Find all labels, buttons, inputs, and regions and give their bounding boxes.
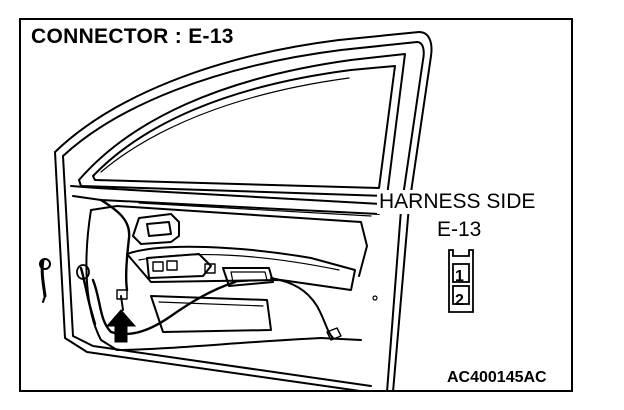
lower-panel-curve bbox=[116, 337, 362, 351]
inner-handle-lever bbox=[146, 221, 172, 237]
door-outer-outline bbox=[54, 31, 433, 390]
window-frame-outer bbox=[78, 53, 406, 197]
connector-id-label: E-13 bbox=[437, 218, 482, 241]
lower-pocket-lip bbox=[158, 301, 264, 307]
lower-pocket bbox=[150, 295, 272, 333]
harness-lower bbox=[91, 278, 237, 336]
diagram-frame: CONNECTOR : E-13 HARNESS SIDE E-13 1 2 A… bbox=[19, 18, 573, 392]
armrest-outline bbox=[126, 245, 356, 291]
harness-branch bbox=[120, 295, 124, 311]
terminal-box-1 bbox=[452, 263, 470, 283]
body-pigtail-end bbox=[39, 258, 51, 270]
connector-face-outline bbox=[448, 249, 474, 313]
connector-terminals: 1 2 bbox=[446, 248, 473, 314]
body-pigtail bbox=[40, 258, 47, 298]
switch-panel bbox=[146, 253, 212, 279]
trim-panel-upper bbox=[90, 205, 368, 277]
harness-end-plug bbox=[326, 327, 342, 341]
harness-main bbox=[99, 198, 131, 292]
window-glass-line bbox=[100, 77, 350, 173]
belt-line-upper bbox=[70, 185, 382, 205]
switch-1 bbox=[152, 261, 164, 272]
mounting-hole bbox=[372, 295, 378, 301]
belt-line-lower bbox=[72, 195, 380, 215]
harness-connector-small bbox=[116, 289, 128, 300]
terminal-number-2: 2 bbox=[455, 292, 464, 309]
door-outer-left-edge bbox=[54, 151, 361, 390]
harness-side-label: HARNESS SIDE bbox=[377, 190, 538, 214]
connector-title: CONNECTOR : E-13 bbox=[31, 24, 238, 50]
figure-code: AC400145AC bbox=[447, 369, 547, 386]
pull-handle bbox=[222, 267, 274, 287]
terminal-box-2 bbox=[452, 285, 470, 305]
door-outer-left-rim bbox=[62, 155, 372, 387]
pointer-arrow bbox=[105, 309, 137, 343]
grommet bbox=[76, 264, 90, 280]
switch-3 bbox=[204, 263, 216, 274]
trim-panel-left bbox=[85, 209, 118, 351]
switch-2 bbox=[166, 260, 178, 271]
terminal-number-1: 1 bbox=[455, 268, 464, 285]
body-pigtail-tail bbox=[42, 295, 46, 303]
window-frame-inner bbox=[92, 65, 396, 189]
pull-handle-inner bbox=[230, 271, 268, 283]
belt-line-stripe bbox=[138, 202, 372, 217]
harness-left-run bbox=[79, 266, 97, 326]
inner-handle-recess bbox=[132, 213, 180, 245]
door-drawing bbox=[39, 31, 474, 390]
door-outer-inner-rim bbox=[62, 41, 425, 390]
